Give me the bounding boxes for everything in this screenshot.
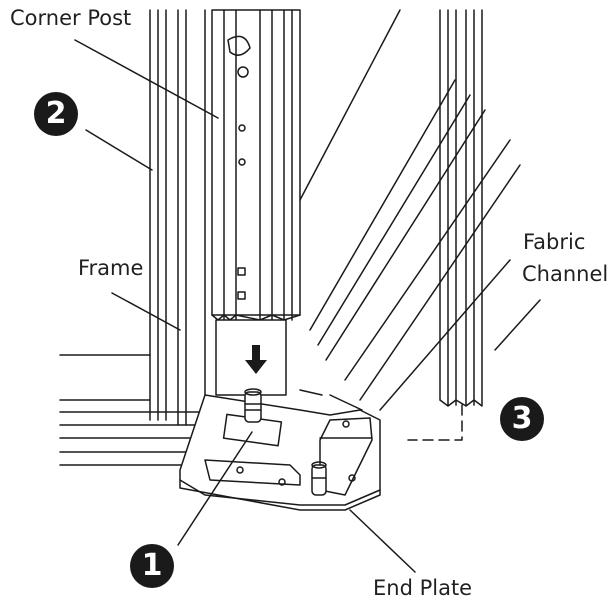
- callout-badge-2: 2: [34, 92, 78, 136]
- leader-corner-post: [74, 39, 219, 119]
- label-fabric: Fabric: [523, 230, 586, 254]
- down-arrow-icon: [245, 345, 267, 374]
- frame-inner: [177, 9, 206, 426]
- leader-frame: [111, 292, 181, 331]
- leader-end-plate: [349, 509, 416, 573]
- callout-badge-3: 3: [500, 397, 544, 441]
- callout-badge-1: 1: [130, 544, 174, 588]
- label-frame: Frame: [78, 256, 144, 280]
- frame-outline: [59, 9, 206, 466]
- leader-fabric-channel: [494, 299, 541, 351]
- fabric-channel: [407, 9, 483, 441]
- label-corner-post: Corner Post: [10, 6, 132, 30]
- pin-right: [311, 461, 327, 496]
- end-plate-outline: [179, 394, 381, 511]
- leader-2: [85, 129, 153, 171]
- diagonal-track: [299, 9, 521, 411]
- label-channel: Channel: [522, 262, 609, 286]
- label-end-plate: End Plate: [373, 576, 473, 600]
- leader-1: [177, 431, 253, 546]
- pin-left: [244, 388, 262, 423]
- corner-post: [211, 9, 301, 396]
